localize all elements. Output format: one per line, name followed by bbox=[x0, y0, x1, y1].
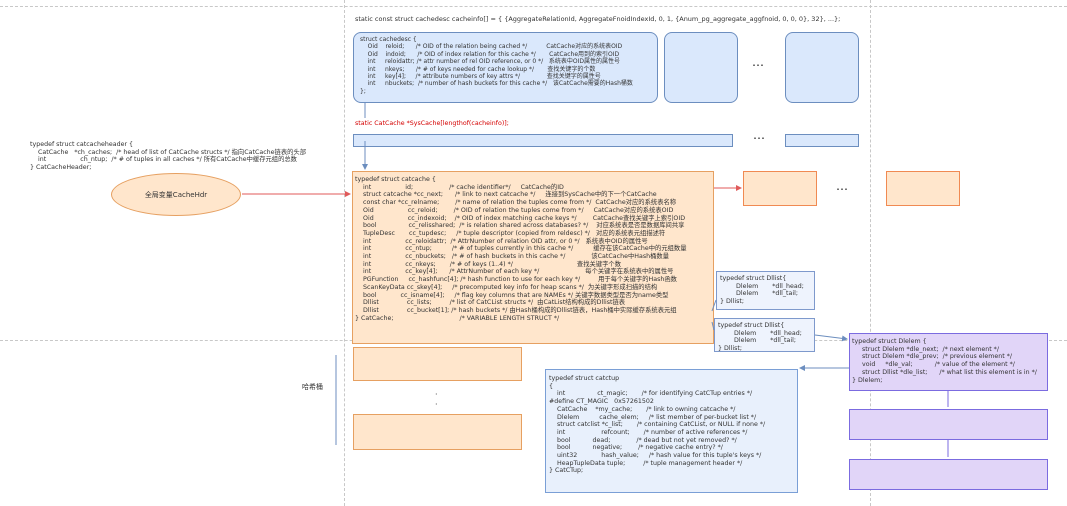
syscache-title: static CatCache *SysCache[lengthof(cache… bbox=[355, 120, 509, 127]
cachedesc-box: struct cachedesc { Oid reloid; /* OID of… bbox=[353, 32, 658, 103]
line-ccbucket-to-dllist bbox=[711, 321, 715, 331]
cachedesc-ellipsis: … bbox=[752, 55, 765, 69]
catctup-box: typedef struct catctup { int ct_magic; /… bbox=[545, 369, 798, 493]
catcache-ellipsis: … bbox=[836, 179, 849, 193]
cachedesc-box-3 bbox=[785, 32, 859, 103]
cachedesc-box-2 bbox=[664, 32, 738, 103]
guide-line-left bbox=[344, 0, 345, 506]
cachedesc-code: struct cachedesc { Oid reloid; /* OID of… bbox=[360, 36, 633, 95]
dlelem-code: typedef struct Dlelem { struct Dlelem *d… bbox=[852, 338, 1037, 384]
syscache-ellipsis: … bbox=[753, 128, 766, 142]
dllist-code-2: typedef struct Dllist{ Dlelem *dll_head;… bbox=[718, 322, 802, 353]
hash-bucket-1 bbox=[353, 347, 522, 381]
dlelem-box: typedef struct Dlelem { struct Dlelem *d… bbox=[849, 333, 1048, 391]
line-cclists-to-dllist bbox=[711, 299, 717, 312]
catcache-box-2 bbox=[743, 171, 817, 206]
global-cachehdr-label: 全局变量CacheHdr bbox=[144, 190, 208, 199]
dllist-box-2: typedef struct Dllist{ Dlelem *dll_head;… bbox=[714, 318, 815, 352]
dlelem-box-2 bbox=[849, 409, 1048, 440]
syscache-cell-1 bbox=[353, 134, 733, 147]
cacheinfo-title: static const struct cachedesc cacheinfo[… bbox=[355, 15, 841, 23]
syscache-cell-3 bbox=[785, 134, 859, 147]
dllist-box-1: typedef struct Dllist{ Dlelem *dll_head;… bbox=[716, 271, 815, 310]
hash-bucket-label: 哈希桶 bbox=[302, 383, 323, 391]
dllist-code-1: typedef struct Dllist{ Dlelem *dll_head;… bbox=[720, 275, 804, 306]
hash-bucket-dot-1: · bbox=[435, 390, 438, 399]
hash-bucket-dot-2: · bbox=[435, 400, 438, 409]
catcache-box-3 bbox=[886, 171, 960, 206]
guide-line-top bbox=[0, 6, 1067, 7]
catcache-code: typedef struct catcache { int id; /* cac… bbox=[355, 176, 687, 322]
dlelem-box-3 bbox=[849, 459, 1048, 490]
catctup-code: typedef struct catctup { int ct_magic; /… bbox=[549, 375, 766, 475]
global-cachehdr-node: 全局变量CacheHdr bbox=[111, 173, 241, 216]
guide-line-right bbox=[870, 0, 871, 506]
catcache-box: typedef struct catcache { int id; /* cac… bbox=[352, 171, 714, 344]
hash-bucket-2 bbox=[353, 414, 522, 450]
arrow-dllist-to-dlelem bbox=[814, 334, 848, 342]
catcacheheader-code: typedef struct catcacheheader { CatCache… bbox=[30, 141, 307, 172]
